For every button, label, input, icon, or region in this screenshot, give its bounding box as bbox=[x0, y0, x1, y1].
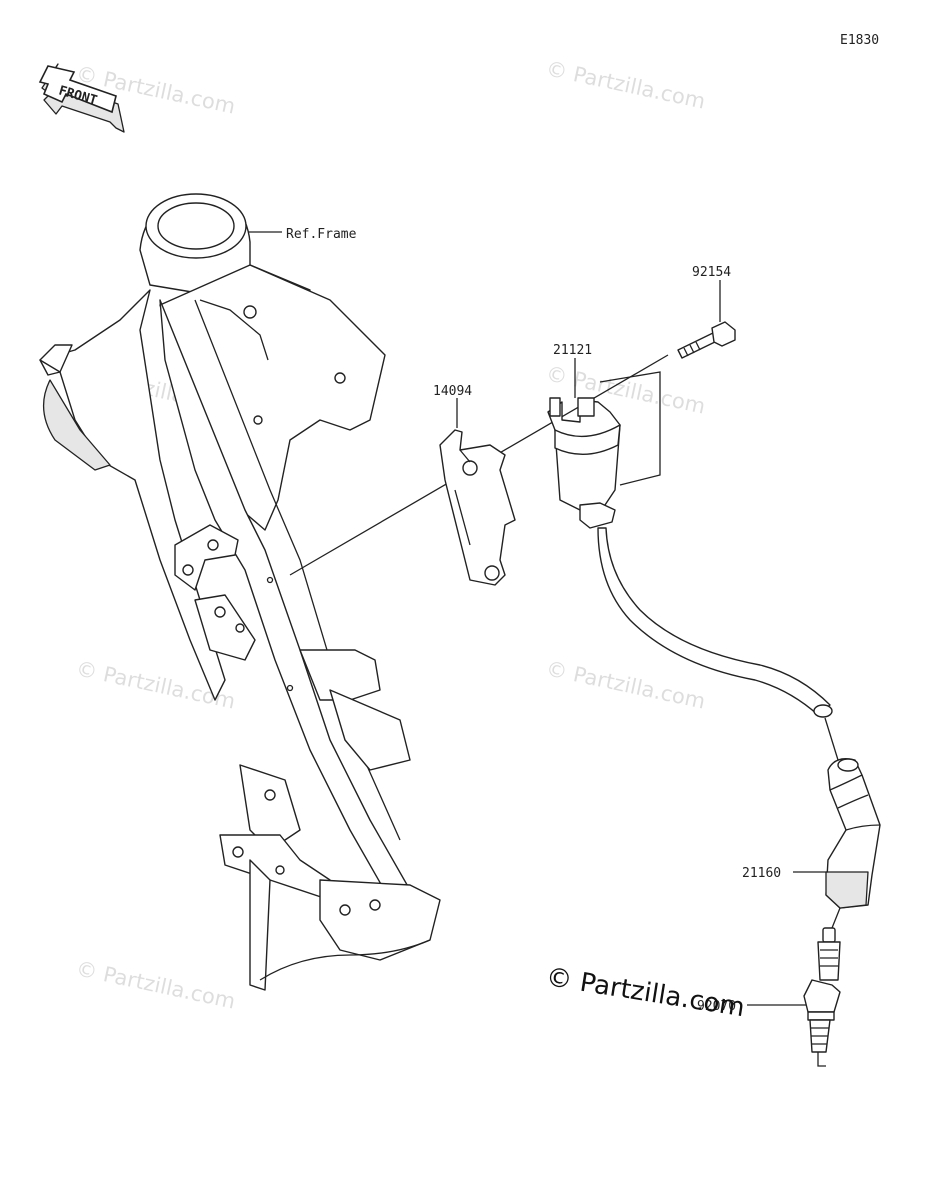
callout-spark-plug: 92070 bbox=[697, 999, 736, 1014]
watermark: © Partzilla.com bbox=[74, 956, 238, 1013]
watermark: © Partzilla.com bbox=[544, 361, 708, 418]
callout-plug-cap: 21160 bbox=[742, 866, 781, 881]
ignition-coil bbox=[547, 371, 661, 529]
callout-ref-frame: Ref.Frame bbox=[286, 227, 357, 242]
callout-bolt: 92154 bbox=[692, 265, 731, 280]
callout-bracket: 14094 bbox=[433, 384, 472, 399]
watermark: © Partzilla.com bbox=[544, 656, 708, 713]
spark-plug bbox=[803, 927, 841, 1067]
watermark: © Partzilla.com bbox=[544, 56, 708, 113]
callout-coil: 21121 bbox=[553, 343, 592, 358]
mounting-bolt bbox=[677, 321, 736, 359]
coil-bracket bbox=[439, 429, 516, 586]
lead-to-cap-line bbox=[824, 717, 839, 761]
spark-plug-cap bbox=[825, 758, 881, 909]
high-tension-lead bbox=[597, 527, 833, 718]
diagram-code: E1830 bbox=[840, 33, 879, 48]
front-arrow-icon: FRONT bbox=[38, 63, 125, 133]
frame-reference bbox=[39, 193, 441, 991]
cap-to-plug-line bbox=[831, 907, 841, 929]
watermark-main: © Partzilla.com bbox=[544, 962, 747, 1023]
